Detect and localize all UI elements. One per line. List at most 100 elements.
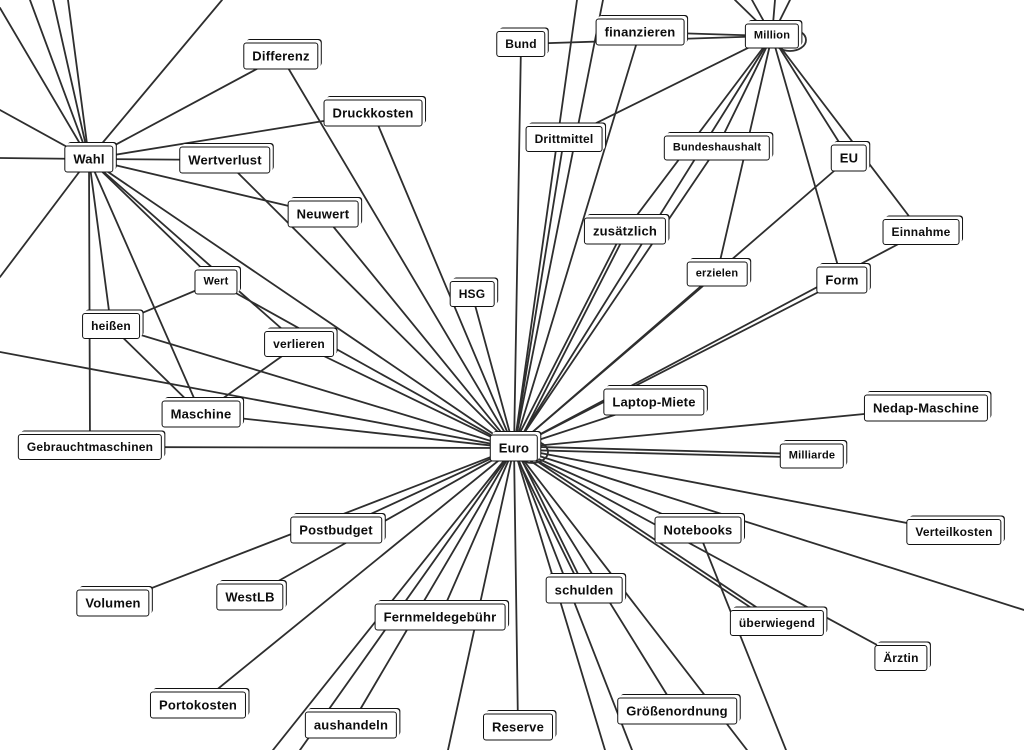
- graph-node-westlb[interactable]: WestLB: [216, 583, 284, 611]
- graph-node-wahl[interactable]: Wahl: [64, 145, 114, 173]
- graph-node-wertverlust[interactable]: Wertverlust: [179, 146, 271, 174]
- graph-node-million[interactable]: Million: [744, 23, 800, 49]
- graph-node-ueberwiegend[interactable]: überwiegend: [729, 610, 825, 636]
- graph-node-label: heißen: [91, 319, 131, 333]
- graph-node-label: Wertverlust: [188, 152, 262, 168]
- edge: [350, 447, 515, 726]
- graph-node-gebrauchtmaschinen[interactable]: Gebrauchtmaschinen: [17, 434, 163, 460]
- edge: [29, 0, 90, 160]
- edge: [471, 293, 515, 449]
- edge: [447, 447, 515, 750]
- edge: [513, 31, 641, 449]
- graph-node-erzielen[interactable]: erzielen: [686, 261, 748, 287]
- graph-node-postbudget[interactable]: Postbudget: [290, 516, 382, 544]
- edge: [513, 447, 955, 533]
- graph-node-schulden[interactable]: schulden: [545, 576, 623, 604]
- graph-node-bund[interactable]: Bund: [496, 31, 546, 57]
- edge: [280, 55, 515, 449]
- graph-node-neuwert[interactable]: Neuwert: [287, 200, 359, 228]
- graph-node-aerztin[interactable]: Ärztin: [874, 645, 928, 671]
- edge: [215, 281, 515, 449]
- graph-node-label: Million: [753, 29, 791, 42]
- graph-node-notebooks[interactable]: Notebooks: [654, 516, 742, 544]
- graph-node-druckkosten[interactable]: Druckkosten: [323, 99, 423, 127]
- graph-node-verlieren[interactable]: verlieren: [264, 331, 334, 357]
- graph-node-label: Volumen: [85, 595, 141, 611]
- edge: [88, 158, 112, 327]
- graph-node-fernmeldegebuehr[interactable]: Fernmeldegebühr: [374, 603, 506, 631]
- edge: [697, 529, 787, 750]
- edge: [771, 35, 843, 281]
- edge: [197, 447, 515, 706]
- graph-node-label: Wert: [203, 275, 229, 288]
- graph-node-euro[interactable]: Euro: [489, 434, 539, 462]
- graph-node-finanzieren[interactable]: finanzieren: [595, 18, 685, 46]
- edge: [88, 158, 217, 283]
- edge: [513, 43, 522, 449]
- edge: [513, 407, 927, 449]
- graph-node-einnahme[interactable]: Einnahme: [882, 219, 960, 245]
- graph-node-differenz[interactable]: Differenz: [243, 42, 319, 70]
- edge: [771, 35, 922, 233]
- graph-node-label: Gebrauchtmaschinen: [26, 440, 154, 454]
- graph-node-aushandeln[interactable]: aushandeln: [304, 711, 398, 739]
- graph-node-label: zusätzlich: [592, 223, 658, 239]
- graph-node-volumen[interactable]: Volumen: [76, 589, 150, 617]
- edge: [0, 158, 90, 278]
- graph-node-hsg[interactable]: HSG: [449, 281, 495, 307]
- edge: [372, 112, 515, 449]
- graph-node-label: Ärztin: [883, 651, 919, 665]
- graph-node-portokosten[interactable]: Portokosten: [149, 691, 247, 719]
- graph-node-laptop-miete[interactable]: Laptop-Miete: [603, 388, 705, 416]
- edge: [514, 230, 628, 450]
- graph-node-milliarde[interactable]: Milliarde: [779, 443, 845, 469]
- graph-node-label: Neuwert: [296, 206, 350, 222]
- edge: [88, 158, 300, 345]
- edge: [513, 0, 604, 449]
- edge: [88, 158, 515, 449]
- edge: [563, 35, 773, 140]
- edge: [298, 343, 515, 449]
- edge: [88, 0, 223, 160]
- edge: [249, 447, 515, 598]
- edge: [322, 213, 515, 449]
- graph-node-eu[interactable]: EU: [830, 144, 868, 172]
- edge: [52, 0, 90, 160]
- edge: [88, 158, 202, 415]
- graph-node-label: verlieren: [273, 337, 325, 351]
- edge: [513, 279, 843, 449]
- graph-node-bundeshaushalt[interactable]: Bundeshaushalt: [663, 135, 771, 161]
- graph-node-groessenordnung[interactable]: Größenordnung: [617, 697, 737, 725]
- graph-node-form[interactable]: Form: [816, 266, 868, 294]
- graph-node-label: Nedap-Maschine: [872, 400, 980, 416]
- edge: [88, 158, 324, 215]
- edge: [513, 445, 813, 456]
- edge: [771, 35, 850, 159]
- graph-node-nedap-maschine[interactable]: Nedap-Maschine: [863, 394, 989, 422]
- edge: [511, 229, 625, 449]
- graph-node-label: Differenz: [252, 48, 310, 64]
- edge: [513, 448, 813, 459]
- graph-node-label: Form: [825, 272, 859, 288]
- edge: [624, 35, 773, 232]
- edge: [67, 0, 90, 160]
- graph-node-label: Fernmeldegebühr: [383, 609, 497, 625]
- edge: [512, 448, 777, 626]
- graph-node-maschine[interactable]: Maschine: [161, 400, 241, 428]
- graph-node-label: Portokosten: [158, 697, 238, 713]
- graph-node-reserve[interactable]: Reserve: [483, 713, 553, 741]
- graph-node-zusaetzlich[interactable]: zusätzlich: [583, 217, 667, 245]
- graph-node-label: Drittmittel: [534, 132, 594, 146]
- edge: [88, 55, 282, 160]
- edge: [716, 35, 773, 149]
- edge: [513, 447, 1024, 611]
- graph-node-verteilkosten[interactable]: Verteilkosten: [906, 519, 1002, 545]
- graph-node-drittmittel[interactable]: Drittmittel: [525, 126, 603, 152]
- edge: [513, 0, 578, 449]
- graph-node-heissen[interactable]: heißen: [82, 313, 140, 339]
- graph-node-wert[interactable]: Wert: [194, 269, 238, 295]
- edge: [0, 351, 515, 449]
- graph-node-label: Postbudget: [299, 522, 373, 538]
- edge: [299, 447, 515, 750]
